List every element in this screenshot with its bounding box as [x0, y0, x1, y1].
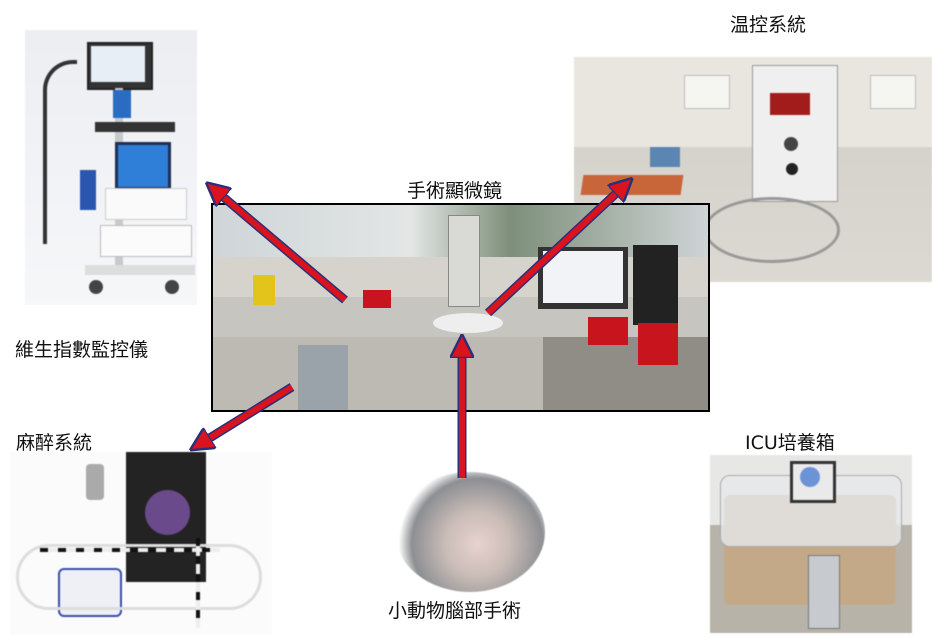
- icu-incubator-photo: [710, 455, 912, 633]
- label-surgical-microscope: 手術顯微鏡: [407, 180, 503, 202]
- small-animal-surgery-photo: [395, 472, 545, 592]
- vital-signs-monitor-photo: [25, 30, 197, 305]
- arrow-to-anesthesia-system: [200, 383, 295, 444]
- label-vital-signs-monitor: 維生指數監控儀: [15, 339, 149, 361]
- arrow-to-temperature-control: [484, 186, 624, 317]
- label-icu-incubator: ICU培養箱: [745, 432, 835, 454]
- arrow-to-vital-signs-monitor: [215, 190, 348, 304]
- anesthesia-system-photo: [10, 452, 272, 634]
- label-temperature-control: 温控系統: [730, 14, 807, 36]
- label-anesthesia-system: 麻醉系統: [16, 432, 93, 454]
- label-small-animal-brain-surgery: 小動物腦部手術: [388, 600, 522, 622]
